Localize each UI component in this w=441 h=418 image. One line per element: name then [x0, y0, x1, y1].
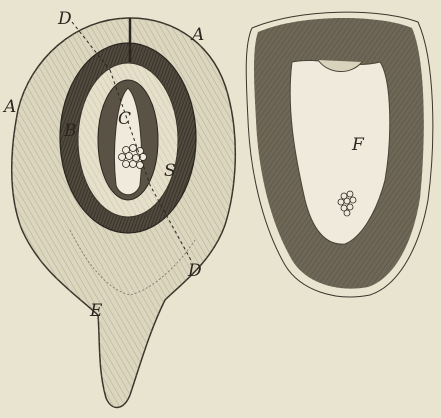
- label-a-top: A: [190, 25, 204, 45]
- label-s: S: [164, 161, 176, 181]
- label-a-left: A: [2, 97, 16, 117]
- seed-granules: [119, 145, 147, 169]
- label-f: F: [351, 135, 365, 155]
- left-specimen: [12, 18, 236, 407]
- label-d-bottom: D: [187, 261, 202, 281]
- label-d-top: D: [57, 9, 72, 29]
- label-c: C: [118, 109, 131, 129]
- right-specimen: [246, 12, 433, 297]
- label-b: B: [63, 121, 77, 141]
- label-e: E: [89, 301, 103, 321]
